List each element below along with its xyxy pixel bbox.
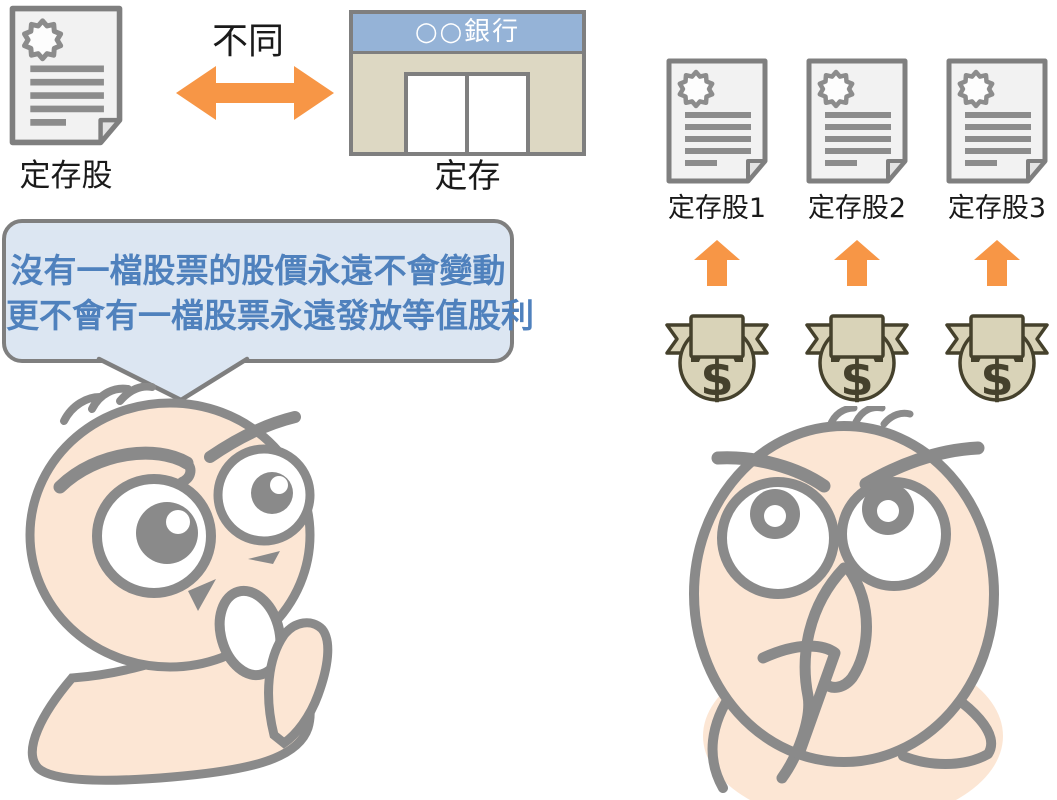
dividend-stock-column-3: 定存股3 <box>933 57 1057 403</box>
dividend-stock-column-1: 定存股1 <box>653 57 781 403</box>
up-arrow-icon <box>834 240 880 286</box>
bank-door <box>469 76 526 152</box>
bank-sign: ○○銀行 <box>353 14 582 54</box>
double-arrow-icon <box>176 66 334 120</box>
up-arrow-icon <box>694 240 740 286</box>
money-bag-icon <box>801 303 913 403</box>
certificate-label: 定存股1 <box>667 193 767 224</box>
speech-line-1: 沒有一檔股票的股價永遠不會變動 <box>10 251 506 290</box>
money-bag-icon <box>941 303 1053 403</box>
certificate-label: 定存股 <box>19 158 113 194</box>
certificate-icon <box>8 4 124 147</box>
certificate-icon <box>665 57 769 185</box>
bank-doors <box>404 72 530 152</box>
speech-line-2: 更不會有一檔股票永遠發放等值股利 <box>6 296 534 335</box>
certificate-label: 定存股2 <box>807 193 907 224</box>
money-bag-icon <box>661 303 773 403</box>
bank-door <box>408 76 469 152</box>
thinking-character-icon <box>689 406 1003 800</box>
speech-bubble-text: 沒有一檔股票的股價永遠不會變動 更不會有一檔股票永遠發放等值股利 <box>6 223 534 338</box>
certificate-icon <box>805 57 909 185</box>
dividend-stock-group: 定存股1 定存股2 定存股3 <box>653 57 1057 403</box>
shocked-character-icon <box>25 383 333 785</box>
bank-icon: ○○銀行 <box>349 10 586 156</box>
dividend-stock-column-2: 定存股2 <box>793 57 921 403</box>
certificate-label: 定存股3 <box>947 193 1047 224</box>
deposit-label: 定存 <box>434 156 501 195</box>
speech-bubble: 沒有一檔股票的股價永遠不會變動 更不會有一檔股票永遠發放等值股利 <box>2 219 534 363</box>
certificate-icon <box>945 57 1049 185</box>
relation-label: 不同 <box>211 21 284 62</box>
up-arrow-icon <box>974 240 1020 286</box>
